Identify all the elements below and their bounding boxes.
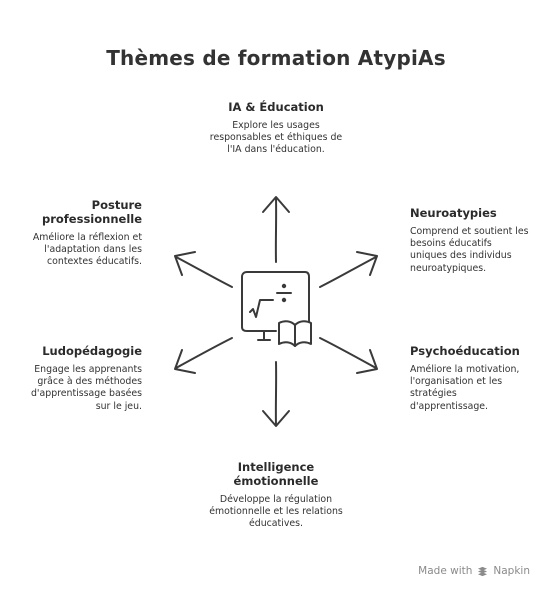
node-heading: Posture professionnelle bbox=[42, 198, 142, 226]
node-heading: Ludopédagogie bbox=[42, 344, 142, 358]
node-ia-education: IA & Éducation Explore les usages respon… bbox=[206, 100, 346, 157]
node-ludopedagogie: Ludopédagogie Engage les apprenants grâc… bbox=[22, 344, 142, 413]
node-description: Améliore la réflexion et l'adaptation da… bbox=[32, 232, 142, 268]
arrow-upper-left bbox=[174, 251, 233, 288]
node-intelligence-emotionnelle: Intelligence émotionnelle Développe la r… bbox=[206, 460, 346, 531]
arrow-lower-left bbox=[174, 337, 233, 374]
arrow-up bbox=[262, 196, 290, 263]
node-description: Engage les apprenants grâce à des méthod… bbox=[30, 364, 142, 412]
made-with-napkin-badge[interactable]: Made with Napkin bbox=[418, 565, 530, 577]
node-description: Développe la régulation émotionnelle et … bbox=[209, 494, 343, 530]
made-with-label: Made with bbox=[418, 565, 473, 577]
node-heading: Psychoéducation bbox=[410, 344, 520, 358]
node-neuroatypies: Neuroatypies Comprend et soutient les be… bbox=[410, 206, 530, 275]
page-title: Thèmes de formation AtypiAs bbox=[106, 46, 446, 70]
node-psychoeducation: Psychoéducation Améliore la motivation, … bbox=[410, 344, 530, 413]
arrow-down bbox=[262, 361, 290, 427]
arrow-upper-right bbox=[319, 251, 378, 288]
node-description: Explore les usages responsables et éthiq… bbox=[209, 120, 343, 156]
node-description: Comprend et soutient les besoins éducati… bbox=[410, 226, 529, 274]
napkin-brand-label: Napkin bbox=[493, 565, 530, 577]
node-heading: Intelligence émotionnelle bbox=[233, 460, 319, 488]
classroom-board-book-icon bbox=[241, 271, 312, 347]
node-heading: IA & Éducation bbox=[228, 100, 324, 114]
node-posture-professionnelle: Posture professionnelle Améliore la réfl… bbox=[22, 198, 142, 269]
node-description: Améliore la motivation, l'organisation e… bbox=[410, 364, 520, 412]
napkin-logo-icon bbox=[478, 566, 488, 576]
node-heading: Neuroatypies bbox=[410, 206, 497, 220]
arrow-lower-right bbox=[319, 337, 378, 374]
